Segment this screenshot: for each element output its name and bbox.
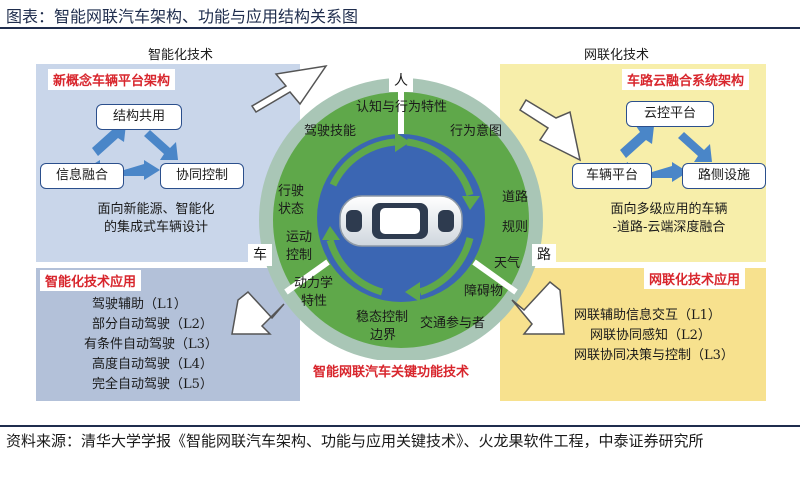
- ring-text-control: 控制: [286, 248, 313, 263]
- list-item: 高度自动驾驶（L4）: [92, 357, 213, 372]
- label-people: 人: [389, 70, 413, 92]
- ring-text-behavior-intent: 行为意图: [450, 124, 503, 139]
- ring-text-driving-skill: 驾驶技能: [304, 124, 357, 139]
- label-vehicle: 车: [248, 244, 272, 266]
- left-heading: 智能化技术: [148, 48, 214, 63]
- ring-text-obstacles: 障碍物: [464, 284, 504, 299]
- figure-title: 图表：智能网联汽车架构、功能与应用结构关系图: [6, 7, 359, 26]
- box-structure-sharing: 结构共用: [96, 104, 182, 130]
- ring-text-cognition: 认知与行为特性: [356, 100, 448, 115]
- right-description-line1: 面向多级应用的车辆: [610, 202, 728, 217]
- ring-text-state: 状态: [278, 202, 305, 217]
- connected-application-list: 网联辅助信息交互（L1） 网联协同感知（L2） 网联协同决策与控制（L3）: [574, 306, 734, 366]
- ring-text-traffic-participants: 交通参与者: [420, 316, 486, 331]
- list-item: 部分自动驾驶（L2）: [92, 317, 213, 332]
- key-function-technology-tag: 智能网联汽车关键功能技术: [308, 360, 475, 381]
- right-application-tag: 网联化技术应用: [644, 268, 746, 289]
- ring-text-steady-control: 稳态控制: [356, 310, 409, 325]
- ring-text-characteristics: 特性: [301, 294, 328, 309]
- list-item: 网联协同决策与控制（L3）: [574, 348, 734, 363]
- outer-white-arrows: [231, 64, 582, 335]
- intelligent-application-list: 驾驶辅助（L1） 部分自动驾驶（L2） 有条件自动驾驶（L3） 高度自动驾驶（L…: [84, 295, 218, 395]
- list-item: 有条件自动驾驶（L3）: [84, 337, 218, 352]
- right-description-line2: -道路-云端深度融合: [612, 220, 726, 235]
- left-description-line1: 面向新能源、智能化: [97, 202, 215, 217]
- inner-cycle-arrows: [326, 138, 474, 296]
- list-item: 网联协同感知（L2）: [590, 328, 711, 343]
- label-road: 路: [532, 244, 556, 266]
- car-illustration: [339, 195, 463, 247]
- list-item: 完全自动驾驶（L5）: [92, 377, 213, 392]
- left-application-tag: 智能化技术应用: [40, 270, 142, 291]
- left-description-line2: 的集成式车辆设计: [103, 220, 208, 235]
- ring-text-weather: 天气: [494, 256, 521, 271]
- list-item: 驾驶辅助（L1）: [92, 297, 187, 312]
- ring-text-motion: 运动: [286, 230, 313, 245]
- bottom-rule: [0, 425, 800, 427]
- right-heading: 网联化技术: [584, 48, 650, 63]
- right-description: 面向多级应用的车辆 -道路-云端深度融合: [598, 201, 740, 237]
- box-roadside-facilities: 路侧设施: [682, 163, 766, 189]
- source-note: 资料来源：清华大学学报《智能网联汽车架构、功能与应用关键技术》、火龙果软件工程，…: [6, 432, 704, 450]
- ring-text-driving: 行驶: [278, 184, 305, 199]
- ring-text-dynamics: 动力学: [294, 276, 334, 291]
- left-architecture-tag: 新概念车辆平台架构: [48, 69, 176, 90]
- ring-text-boundary: 边界: [370, 328, 397, 343]
- top-rule: [0, 27, 800, 29]
- right-architecture-tag: 车路云融合系统架构: [622, 69, 750, 90]
- list-item: 网联辅助信息交互（L1）: [574, 308, 721, 323]
- box-cloud-control-platform: 云控平台: [626, 101, 714, 127]
- box-vehicle-platform: 车辆平台: [572, 163, 652, 189]
- ring-text-rules: 规则: [502, 220, 529, 235]
- ring-text-road: 道路: [502, 190, 529, 205]
- left-description: 面向新能源、智能化 的集成式车辆设计: [86, 201, 226, 237]
- box-cooperative-control: 协同控制: [160, 163, 244, 189]
- box-information-fusion: 信息融合: [40, 163, 124, 189]
- inner-arrow-heads: [322, 132, 480, 302]
